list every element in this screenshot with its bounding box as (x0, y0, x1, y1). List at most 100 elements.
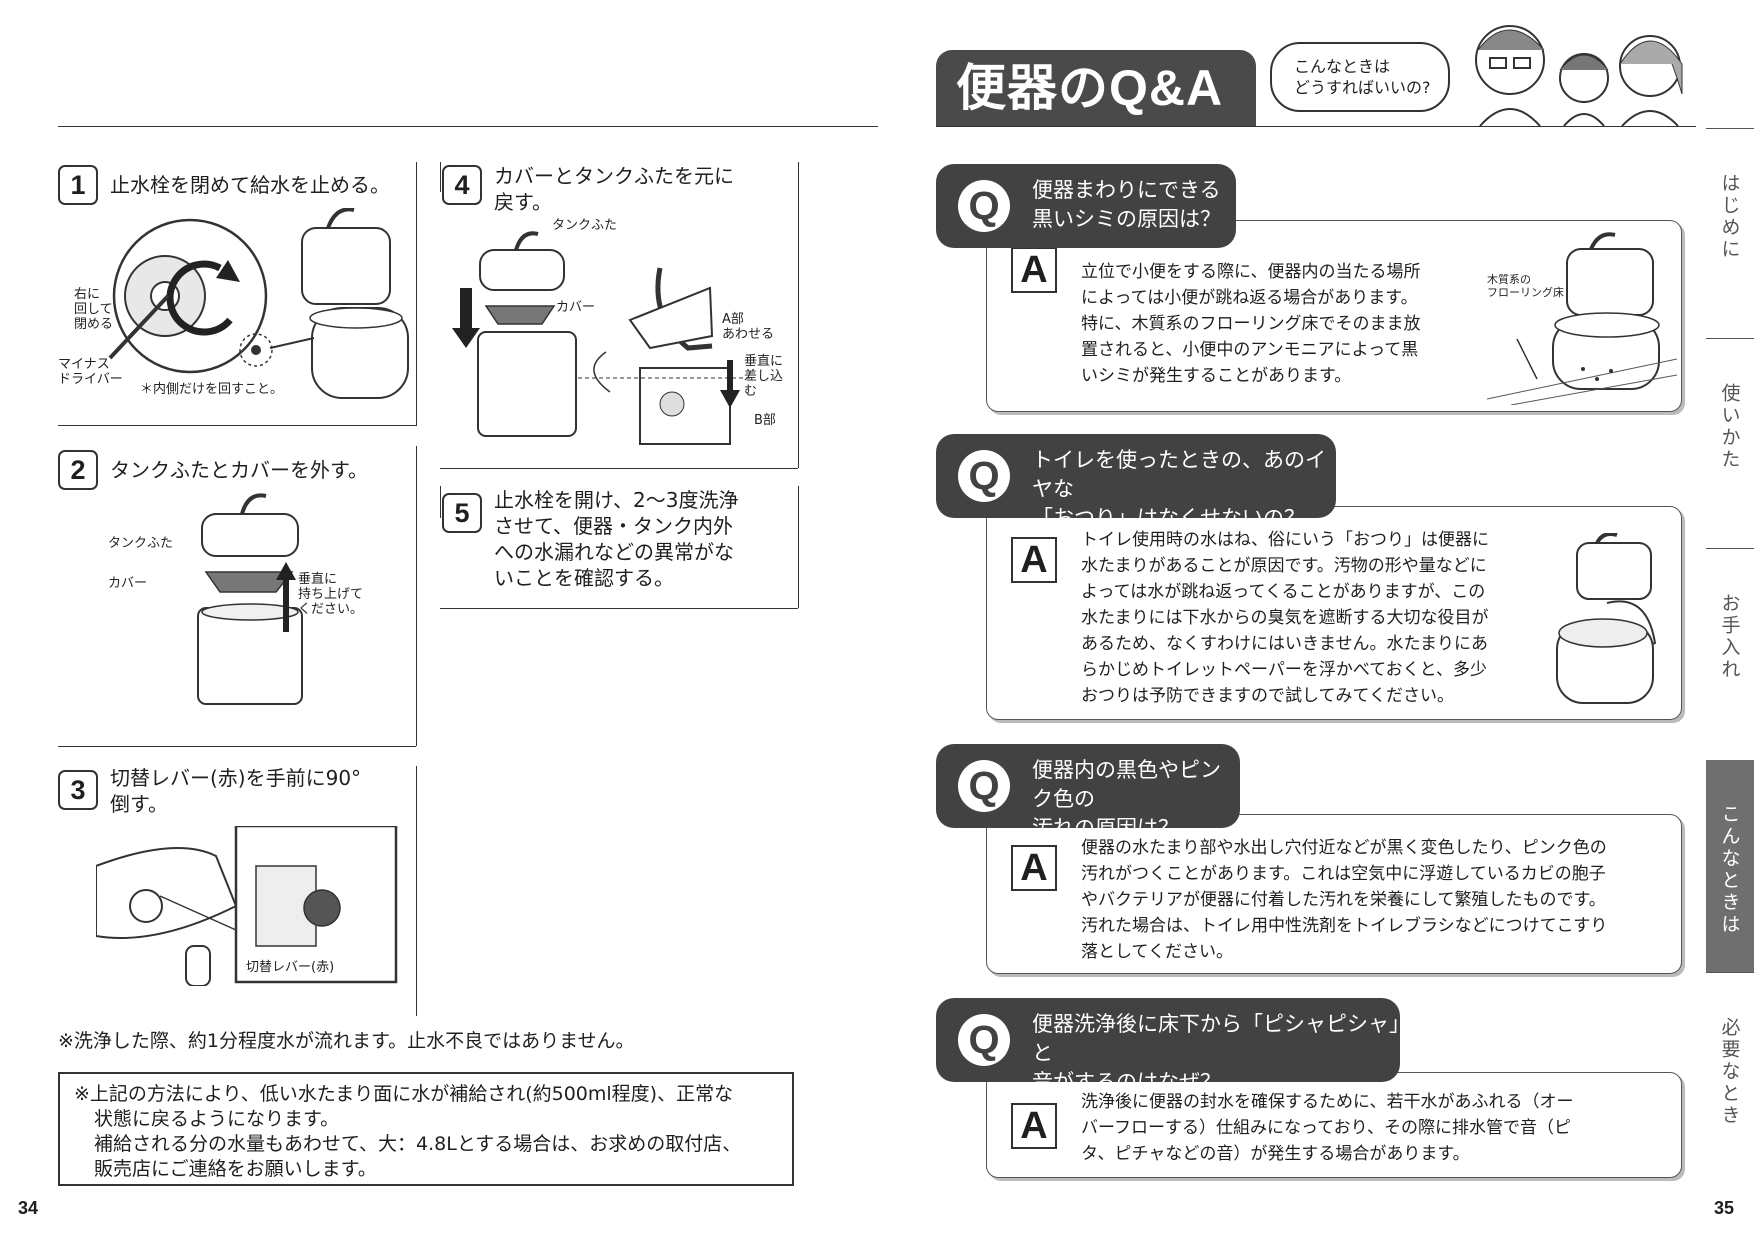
question-bubble: Q 便器内の黒色やピンク色の 汚れの原因は？ (936, 744, 1240, 840)
answer-mark: A (1011, 1103, 1057, 1149)
answer-line: 汚れがつくことがあります。これは空気中に浮遊しているカビの胞子 (1081, 864, 1606, 884)
answer-line: 便器の水たまり部や水出し穴付近などが黒く変色したり、ピンク色の (1081, 838, 1607, 858)
toilet-open-lid-illustration (1556, 533, 1657, 704)
answer-box: A 便器の水たまり部や水出し穴付近などが黒く変色したり、ピンク色の 汚れがつくこ… (986, 814, 1682, 974)
question-mark: Q (958, 1014, 1010, 1066)
question-mark: Q (958, 180, 1010, 232)
panel-divider (416, 162, 417, 426)
panel-divider (798, 162, 799, 468)
step-text: 切替レバー(赤)を手前に90° 倒す。 (110, 766, 362, 816)
tank-lid-removal-illustration (197, 493, 303, 705)
question-text: 便器まわりにできる 黒いシミの原因は？ (1032, 178, 1221, 231)
tab-usage[interactable]: 使いかた (1706, 338, 1754, 548)
part-a-label: A部 あわせる (722, 312, 775, 342)
notebox-line: ※上記の方法により、低い水たまり面に水が補給され(約500ml程度)、正常な (74, 1083, 734, 1105)
notebox-line: 状態に戻るようになります。 (94, 1108, 340, 1130)
tab-when-needed[interactable]: 必要なとき (1706, 972, 1754, 1182)
answer-line: 立位で小便をする際に、便器内の当たる場所 (1081, 262, 1421, 282)
answer-line: 落としてください。 (1081, 942, 1233, 962)
lever-label: 切替レバー(赤) (246, 960, 335, 975)
question-bubble: Q 便器洗浄後に床下から「ピシャピシャ」と 音がするのはなぜ？ (936, 998, 1400, 1094)
panel-divider (440, 162, 441, 192)
step-number: 1 (58, 165, 98, 205)
panel-divider (440, 608, 798, 609)
answer-line: らかじめトイレットペーパーを浮かべておくと、多少 (1081, 660, 1487, 680)
answer-line: バーフローする）仕組みになっており、その際に排水管で音（ピ (1081, 1118, 1571, 1138)
insert-vertically-label: 垂直に 差し込 む (744, 354, 784, 399)
top-rule (58, 126, 878, 127)
answer-text: 便器の水たまり部や水出し穴付近などが黒く変色したり、ピンク色の 汚れがつくことが… (1081, 835, 1607, 965)
answer-line: 汚れた場合は、トイレ用中性洗剤をトイレブラシなどにつけてこすり (1081, 916, 1608, 936)
answer-line: おつりは予防できますので試してみてください。 (1081, 686, 1454, 706)
panel-divider (58, 746, 416, 747)
answer-text: 洗浄後に便器の封水を確保するために、若干水があふれる（オー バーフローする）仕組… (1081, 1089, 1574, 1167)
arrow-up-icon (276, 562, 296, 632)
question-bubble: Q トイレを使ったときの、あのイヤな 「おつり」はなくせないの？ (936, 434, 1336, 530)
panel-divider (416, 446, 417, 746)
answer-line: 洗浄後に便器の封水を確保するために、若干水があふれる（オー (1081, 1092, 1574, 1112)
cover-label: カバー (556, 300, 596, 315)
answer-line: トイレ使用時の水はね、俗にいう「おつり」は便器に (1081, 530, 1489, 550)
answer-line: 水たまりがあることが原因です。汚物の形や量などに (1081, 556, 1487, 576)
inner-only-note: ＊内側だけを回すこと。 (140, 382, 284, 397)
arrow-down-icon (720, 360, 740, 408)
question-text: トイレを使ったときの、あのイヤな 「おつり」はなくせないの？ (1032, 448, 1326, 530)
toilet-floor-illustration (1487, 232, 1677, 405)
page-number-right: 35 (1714, 1198, 1735, 1218)
tank-lid-label: タンクふた (552, 218, 618, 233)
answer-box: A 洗浄後に便器の封水を確保するために、若干水があふれる（オー バーフローする）… (986, 1072, 1682, 1178)
answer-text: トイレ使用時の水はね、俗にいう「おつり」は便器に 水たまりがあることが原因です。… (1081, 527, 1489, 709)
answer-box: A 立位で小便をする際に、便器内の当たる場所 によっては小便が跳ね返る場合があり… (986, 220, 1682, 412)
tank-lid-reinstall-illustration (452, 231, 750, 445)
title-rule (936, 126, 1696, 127)
image-label: 木質系の フローリング床 (1487, 273, 1564, 299)
panel-divider (416, 766, 417, 1016)
screwdriver-label: マイナス ドライバー (58, 357, 123, 387)
tab-troubleshooting[interactable]: こんなときは (1706, 760, 1754, 972)
step-number: 5 (442, 493, 482, 533)
valve-turn-label: 右に 回して 閉める (74, 287, 114, 332)
answer-line: やバクテリアが便器に付着した汚れを栄養にして繁殖したものです。 (1081, 890, 1606, 910)
step-text: 止水栓を開け、2〜3度洗浄 させて、便器・タンク内外 への水漏れなどの異常がな … (494, 488, 739, 590)
panel-divider (440, 486, 441, 518)
notebox-line: 補給される分の水量もあわせて、大：4.8Lとする場合は、お求めの取付店、 (94, 1133, 742, 1155)
stop-valve-illustration (108, 208, 409, 399)
answer-mark: A (1011, 537, 1057, 583)
flow-note: ※洗浄した際、約1分程度水が流れます。止水不良ではありません。 (58, 1030, 635, 1052)
answer-mark: A (1011, 247, 1057, 293)
panel-divider (798, 486, 799, 608)
step-text: カバーとタンクふたを元に 戻す。 (494, 164, 734, 214)
answer-box: A トイレ使用時の水はね、俗にいう「おつり」は便器に 水たまりがあることが原因で… (986, 506, 1682, 720)
question-bubble: Q 便器まわりにできる 黒いシミの原因は？ (936, 164, 1236, 248)
question-text: 便器洗浄後に床下から「ピシャピシャ」と 音がするのはなぜ？ (1032, 1012, 1400, 1094)
answer-line: 水たまりには下水からの臭気を遮断する大切な役目が (1081, 608, 1489, 628)
answer-line: よっては水が跳ね返ってくることがありますが、この (1081, 582, 1486, 602)
panel-divider (440, 468, 798, 469)
page-number-left: 34 (18, 1198, 39, 1218)
panel-divider (58, 425, 416, 426)
question-mark: Q (958, 450, 1010, 502)
page-title: 便器のQ&A (936, 50, 1256, 126)
tab-introduction[interactable]: はじめに (1706, 128, 1754, 338)
answer-line: あるため、なくすわけにはいきません。水たまりにあ (1081, 634, 1488, 654)
lever-illustration (96, 826, 398, 986)
step-number: 2 (58, 450, 98, 490)
answer-line: 置されると、小便中のアンモニアによって黒 (1081, 340, 1419, 360)
answer-line: によっては小便が跳ね返る場合があります。 (1081, 288, 1418, 308)
cover-label: カバー (108, 576, 148, 591)
supply-notebox: ※上記の方法により、低い水たまり面に水が補給され(約500ml程度)、正常な 状… (58, 1072, 794, 1186)
answer-line: 特に、木質系のフローリング床でそのまま放 (1081, 314, 1421, 334)
family-illustration (1475, 25, 1683, 126)
answer-line: タ、ピチャなどの音）が発生する場合があります。 (1081, 1144, 1470, 1164)
step-number: 4 (442, 165, 482, 205)
step-number: 3 (58, 770, 98, 810)
answer-text: 立位で小便をする際に、便器内の当たる場所 によっては小便が跳ね返る場合があります… (1081, 259, 1421, 389)
notebox-line: 販売店にご連絡をお願いします。 (94, 1158, 377, 1180)
question-text: 便器内の黒色やピンク色の 汚れの原因は？ (1032, 758, 1221, 840)
speech-bubble: こんなときは どうすればいいの? (1270, 42, 1450, 112)
answer-line: いシミが発生することがあります。 (1081, 366, 1352, 386)
lift-vertically-label: 垂直に 持ち上げて ください。 (298, 572, 364, 617)
tab-care[interactable]: お手入れ (1706, 548, 1754, 758)
step-text: タンクふたとカバーを外す。 (110, 458, 368, 482)
question-mark: Q (958, 760, 1010, 812)
